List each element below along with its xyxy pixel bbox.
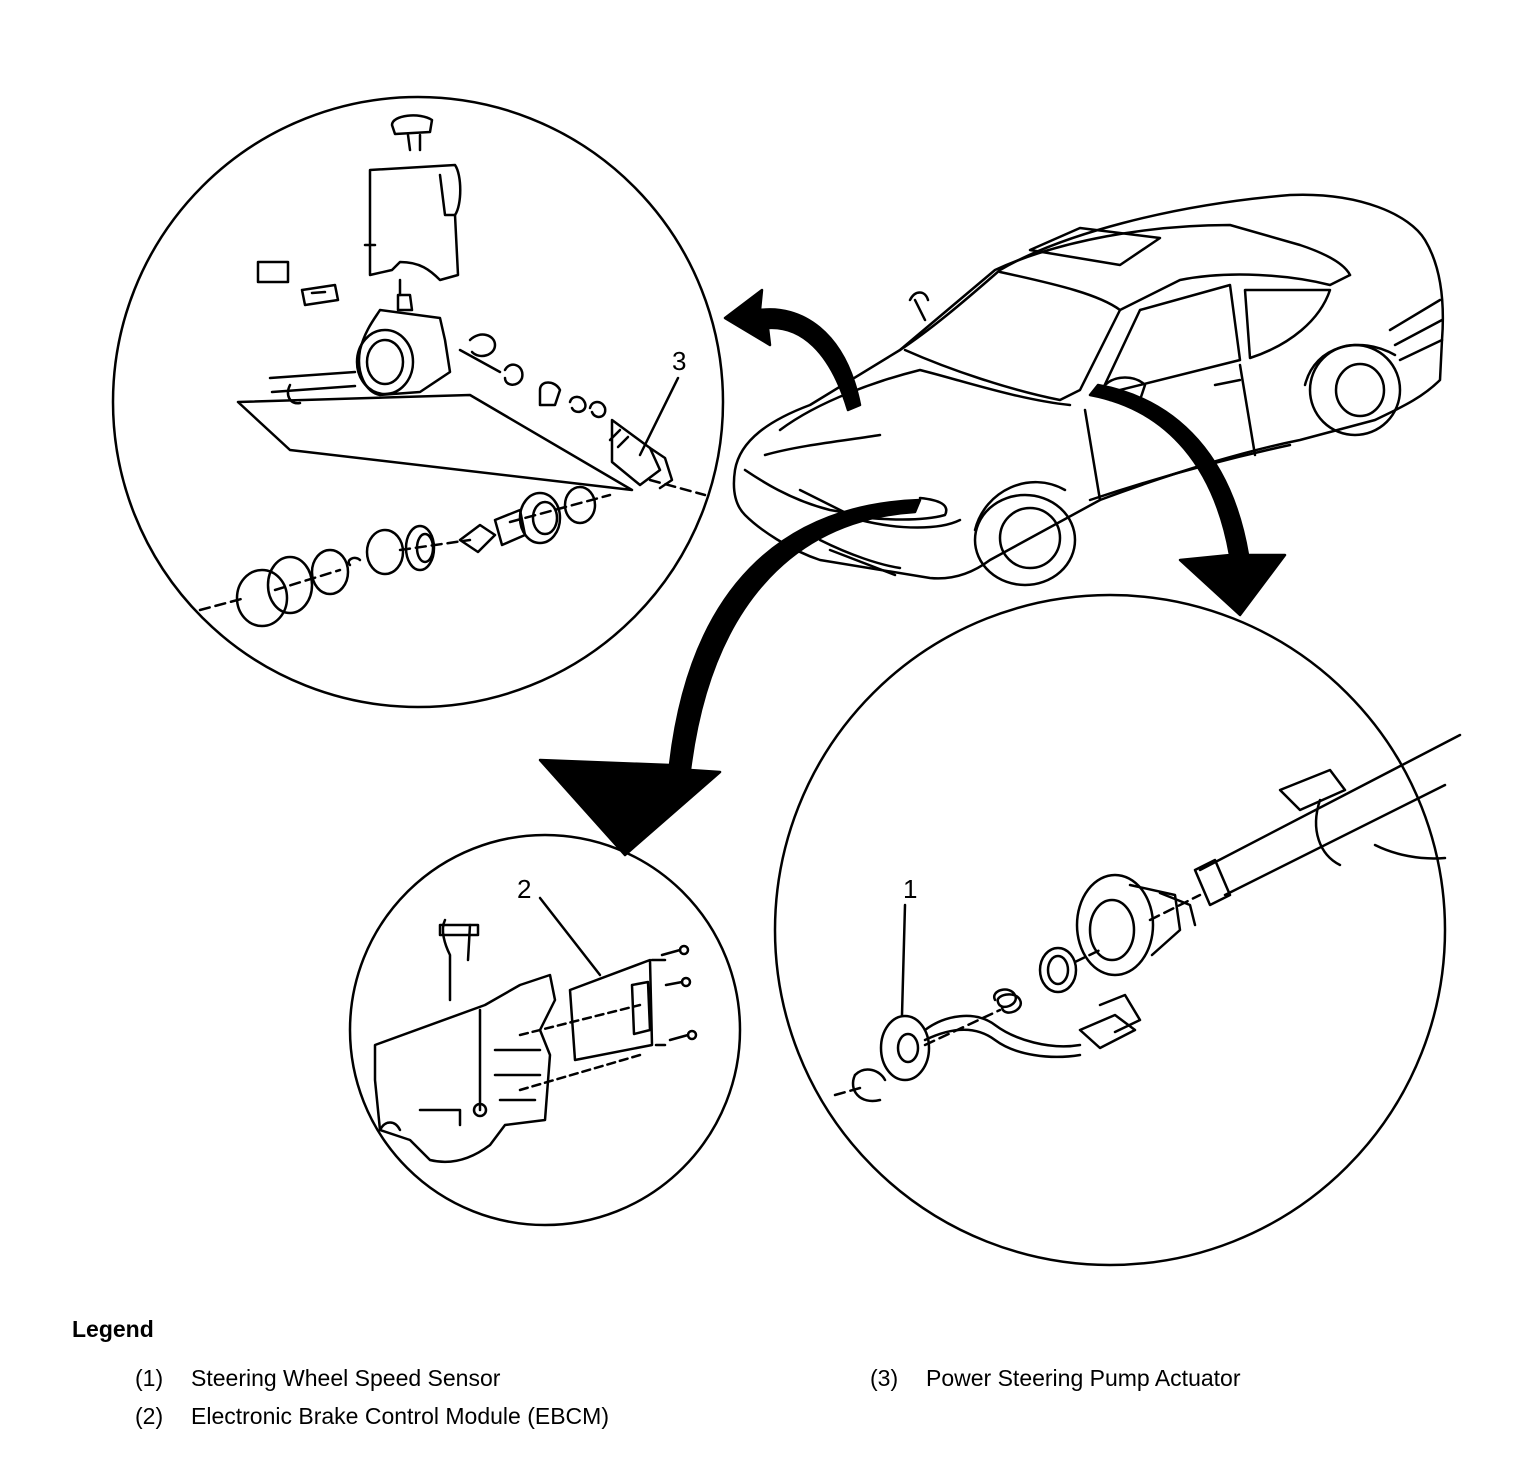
ebcm-detail-circle xyxy=(348,833,742,1227)
legend-item-number: (1) xyxy=(135,1365,164,1391)
legend-item-1: (1) Steering Wheel Speed Sensor xyxy=(135,1365,500,1392)
sensor-detail-circle xyxy=(773,593,1462,1267)
pointer-arrow-to-sensor xyxy=(1088,383,1287,617)
legend-item-2: (2) Electronic Brake Control Module (EBCM… xyxy=(135,1403,609,1430)
legend-title: Legend xyxy=(72,1316,154,1342)
pump-detail-circle xyxy=(111,95,725,709)
legend-item-number: (2) xyxy=(135,1403,164,1429)
legend-item-3: (3) Power Steering Pump Actuator xyxy=(870,1365,1241,1392)
callout-2: 2 xyxy=(517,874,531,904)
legend-item-label: Steering Wheel Speed Sensor xyxy=(191,1365,501,1391)
pointer-arrow-to-ebcm xyxy=(538,498,922,857)
legend-item-label: Electronic Brake Control Module (EBCM) xyxy=(191,1403,609,1429)
legend-item-label: Power Steering Pump Actuator xyxy=(926,1365,1241,1391)
callout-1: 1 xyxy=(903,874,917,904)
legend-item-number: (3) xyxy=(870,1365,899,1391)
pointer-arrow-to-pump xyxy=(723,288,862,412)
vehicle-illustration xyxy=(732,193,1445,587)
callout-3: 3 xyxy=(672,346,686,376)
exploded-view-diagram: 3 2 1 xyxy=(111,95,1462,1267)
